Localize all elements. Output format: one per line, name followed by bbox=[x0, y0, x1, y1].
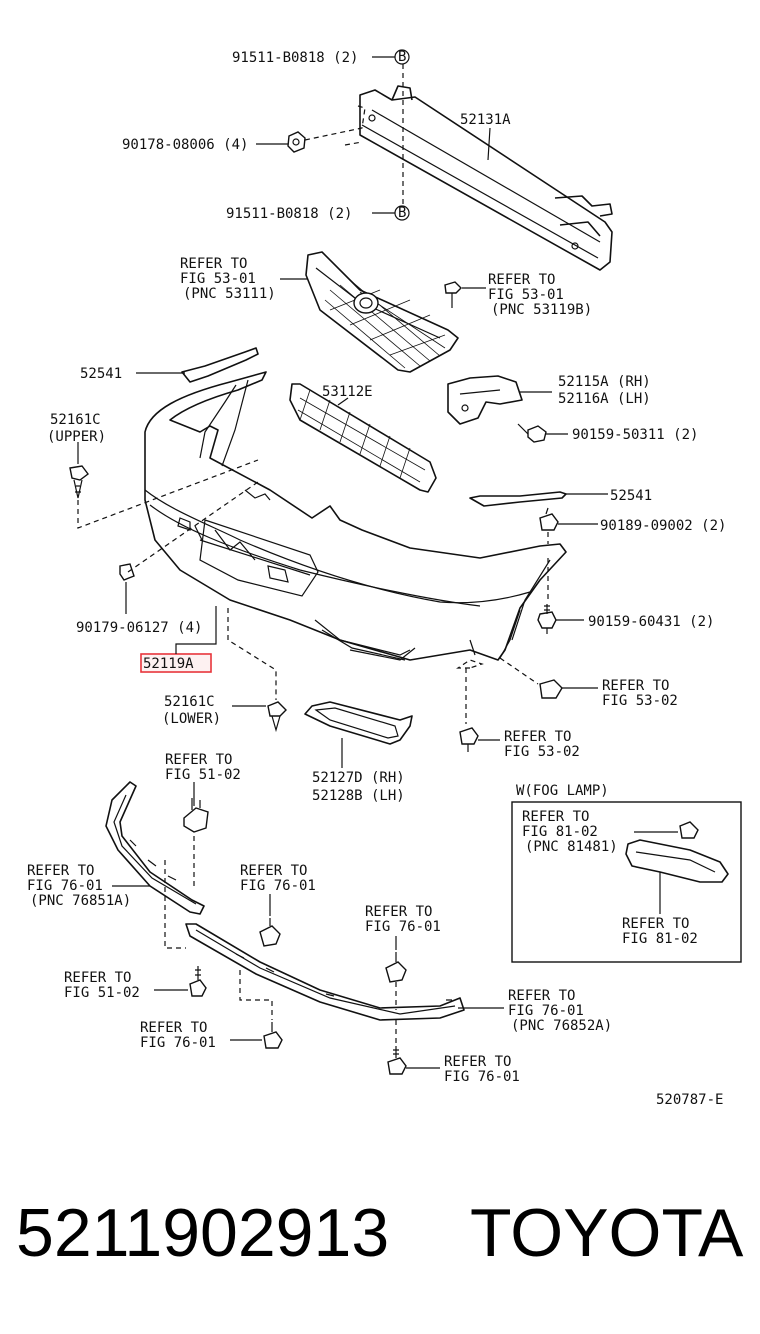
label-fog-lamp-title: W(FOG LAMP) bbox=[516, 783, 609, 799]
spoiler-rh bbox=[185, 923, 465, 1021]
bumper-reinforcement bbox=[359, 85, 613, 271]
label-refer-76-01-a-line1: REFER TO bbox=[27, 863, 94, 879]
label-refer-76-01-e-line2: FIG 76-01 bbox=[140, 1035, 216, 1051]
bolt-90159-50311 bbox=[517, 423, 568, 443]
nut-refer-76-01-b bbox=[259, 918, 281, 947]
label-refer-76-01-a-line3: (PNC 76851A) bbox=[30, 893, 131, 909]
svg-text:B: B bbox=[398, 205, 406, 221]
label-52541-top: 52541 bbox=[80, 366, 122, 382]
bolt-refer-51-02-b bbox=[154, 966, 207, 997]
label-refer-76-01-d-line1: REFER TO bbox=[508, 988, 575, 1004]
label-90159-50311: 90159-50311 (2) bbox=[572, 427, 698, 443]
label-fog-refer-line1: REFER TO bbox=[522, 809, 589, 825]
nut-refer-53-02-a bbox=[539, 679, 598, 699]
label-52161c-upper-line1: 52161C bbox=[50, 412, 101, 428]
label-52115a: 52115A (RH) bbox=[558, 374, 651, 390]
label-52116a: 52116A (LH) bbox=[558, 391, 651, 407]
label-91511-top: 91511-B0818 (2) bbox=[232, 50, 358, 66]
bolt-90159-60431 bbox=[537, 604, 584, 634]
radiator-grille-lower bbox=[289, 383, 437, 493]
label-refer-76-01-e-line1: REFER TO bbox=[140, 1020, 207, 1036]
part-number: 5211902913 bbox=[16, 1195, 389, 1271]
label-refer-53-02-b-line2: FIG 53-02 bbox=[504, 744, 580, 760]
label-refer-53-01-b-line3: (PNC 53119B) bbox=[491, 302, 592, 318]
label-refer-76-01-d-line3: (PNC 76852A) bbox=[511, 1018, 612, 1034]
label-90178: 90178-08006 (4) bbox=[122, 137, 248, 153]
fog-lamp-cover bbox=[304, 701, 413, 745]
label-fog-refer-line5: FIG 81-02 bbox=[622, 931, 698, 947]
clip-90179 bbox=[119, 563, 135, 614]
label-90179: 90179-06127 (4) bbox=[76, 620, 202, 636]
label-52161c-upper-line2: (UPPER) bbox=[47, 429, 106, 445]
grille-clip bbox=[444, 281, 486, 308]
label-refer-76-01-f-line1: REFER TO bbox=[444, 1054, 511, 1070]
bolt-b-bottom: B bbox=[394, 205, 410, 221]
label-52541-right: 52541 bbox=[610, 488, 652, 504]
label-refer-76-01-b-line2: FIG 76-01 bbox=[240, 878, 316, 894]
label-refer-53-02-a-line2: FIG 53-02 bbox=[602, 693, 678, 709]
bolt-refer-76-01-f bbox=[387, 1046, 440, 1075]
label-refer-76-01-d-line2: FIG 76-01 bbox=[508, 1003, 584, 1019]
label-fog-refer-line3: (PNC 81481) bbox=[525, 839, 618, 855]
label-fog-refer-line2: FIG 81-02 bbox=[522, 824, 598, 840]
label-diagram-id: 520787-E bbox=[656, 1092, 723, 1108]
spoiler-lh bbox=[105, 781, 205, 915]
label-52161c-lower-line1: 52161C bbox=[164, 694, 215, 710]
label-refer-53-02-a-line1: REFER TO bbox=[602, 678, 669, 694]
nut-refer-51-02-a bbox=[183, 798, 209, 833]
molding-52541-left bbox=[181, 347, 259, 383]
label-refer-53-02-b-line1: REFER TO bbox=[504, 729, 571, 745]
label-52161c-lower-line2: (LOWER) bbox=[162, 711, 221, 727]
label-52128b: 52128B (LH) bbox=[312, 788, 405, 804]
label-refer-76-01-f-line2: FIG 76-01 bbox=[444, 1069, 520, 1085]
label-refer-53-01-b-line1: REFER TO bbox=[488, 272, 555, 288]
fog-lamp-box bbox=[511, 801, 742, 963]
label-refer-53-01-a-line1: REFER TO bbox=[180, 256, 247, 272]
bolt-b-top: B bbox=[394, 49, 410, 65]
label-refer-53-01-a-line2: FIG 53-01 bbox=[180, 271, 256, 287]
front-bumper-cover bbox=[144, 371, 567, 661]
label-refer-53-01-b-line2: FIG 53-01 bbox=[488, 287, 564, 303]
label-90159-60431: 90159-60431 (2) bbox=[588, 614, 714, 630]
label-52131a: 52131A bbox=[460, 112, 511, 128]
clip-52161c-upper bbox=[69, 465, 89, 499]
label-52127d: 52127D (RH) bbox=[312, 770, 405, 786]
label-refer-76-01-b-line1: REFER TO bbox=[240, 863, 307, 879]
label-refer-76-01-c-line2: FIG 76-01 bbox=[365, 919, 441, 935]
clip-52161c-lower bbox=[232, 701, 287, 733]
nut-refer-76-01-c bbox=[385, 952, 407, 983]
label-53112e: 53112E bbox=[322, 384, 373, 400]
label-fog-refer-line4: REFER TO bbox=[622, 916, 689, 932]
bumper-bracket bbox=[447, 375, 523, 425]
brand-name: TOYOTA bbox=[470, 1195, 744, 1271]
label-refer-51-02-b-line2: FIG 51-02 bbox=[64, 985, 140, 1001]
nut-90189 bbox=[539, 507, 598, 531]
svg-text:B: B bbox=[398, 49, 406, 65]
bolt-refer-53-02-b bbox=[459, 727, 500, 752]
label-refer-53-01-a-line3: (PNC 53111) bbox=[183, 286, 276, 302]
label-90189: 90189-09002 (2) bbox=[600, 518, 726, 534]
label-91511-bottom: 91511-B0818 (2) bbox=[226, 206, 352, 222]
label-refer-51-02-b-line1: REFER TO bbox=[64, 970, 131, 986]
label-52119a: 52119A bbox=[143, 656, 194, 672]
label-refer-76-01-a-line2: FIG 76-01 bbox=[27, 878, 103, 894]
label-refer-51-02-a-line2: FIG 51-02 bbox=[165, 767, 241, 783]
radiator-grille-upper bbox=[305, 251, 459, 373]
label-refer-51-02-a-line1: REFER TO bbox=[165, 752, 232, 768]
label-refer-76-01-c-line1: REFER TO bbox=[365, 904, 432, 920]
nut-90178 bbox=[287, 131, 306, 153]
molding-52541-right bbox=[469, 491, 567, 507]
bolt-refer-76-01-e bbox=[230, 1022, 283, 1049]
